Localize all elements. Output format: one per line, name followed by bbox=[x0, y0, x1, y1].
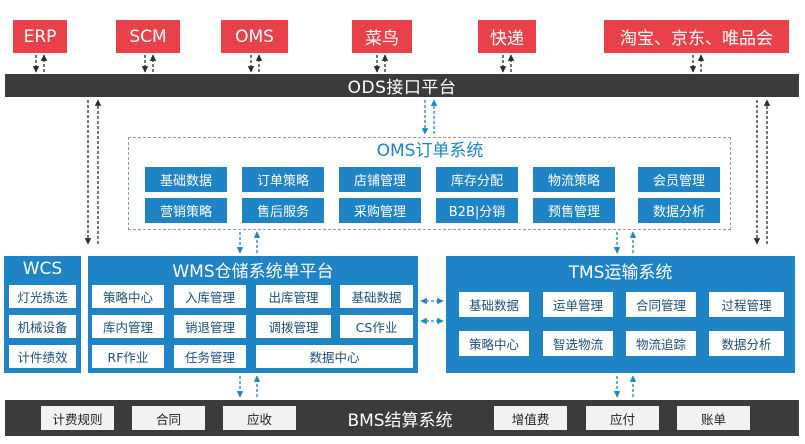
wms-item: CS作业 bbox=[340, 315, 413, 338]
wms-item: 销退管理 bbox=[174, 315, 246, 338]
wms-item: 数据中心 bbox=[256, 345, 413, 368]
cainiao-box: 菜鸟 bbox=[352, 20, 412, 53]
oms-module: 会员管理 bbox=[638, 167, 720, 192]
oms-module: 售后服务 bbox=[242, 198, 324, 223]
express-box: 快递 bbox=[478, 20, 536, 53]
oms-panel bbox=[128, 137, 731, 230]
wms-item: 基础数据 bbox=[340, 285, 413, 308]
tms-item: 基础数据 bbox=[459, 292, 529, 317]
oms-module: 订单策略 bbox=[242, 167, 324, 192]
oms-module: B2B|分销 bbox=[436, 198, 518, 223]
tms-item: 运单管理 bbox=[543, 292, 613, 317]
bms-item: 增值费 bbox=[494, 406, 567, 430]
tms-item: 合同管理 bbox=[626, 292, 696, 317]
wms-item: 策略中心 bbox=[92, 285, 164, 308]
oms-module: 预售管理 bbox=[533, 198, 615, 223]
oms-module: 采购管理 bbox=[339, 198, 421, 223]
oms-module: 库存分配 bbox=[436, 167, 518, 192]
oms-module: 店铺管理 bbox=[339, 167, 421, 192]
wms-title: WMS仓储系统单平台 bbox=[172, 261, 334, 282]
bms-item: 应付 bbox=[586, 406, 659, 430]
wms-item: 出库管理 bbox=[256, 285, 331, 308]
ecommerce-box: 淘宝、京东、唯品会 bbox=[604, 20, 789, 53]
bms-item: 账单 bbox=[677, 406, 750, 430]
wcs-item: 灯光拣选 bbox=[9, 285, 76, 308]
oms-module: 数据分析 bbox=[638, 198, 720, 223]
tms-item: 过程管理 bbox=[709, 292, 784, 317]
wms-item: 调拨管理 bbox=[256, 315, 331, 338]
oms-module: 物流策略 bbox=[533, 167, 615, 192]
bms-item: 合同 bbox=[132, 406, 205, 430]
tms-item: 数据分析 bbox=[709, 331, 784, 356]
scm-box: SCM bbox=[116, 20, 180, 53]
bms-item: 计费规则 bbox=[41, 406, 114, 430]
wms-item: 任务管理 bbox=[174, 345, 246, 368]
tms-item: 智选物流 bbox=[543, 331, 613, 356]
tms-title: TMS运输系统 bbox=[568, 262, 673, 283]
wms-item: 库内管理 bbox=[92, 315, 164, 338]
wcs-title: WCS bbox=[22, 259, 63, 279]
wms-item: 入库管理 bbox=[174, 285, 246, 308]
oms-top-box: OMS bbox=[221, 20, 288, 53]
bms-title: BMS结算系统 bbox=[347, 410, 453, 431]
tms-item: 策略中心 bbox=[459, 331, 529, 356]
wcs-item: 机械设备 bbox=[9, 315, 76, 338]
bms-item: 应收 bbox=[223, 406, 296, 430]
oms-module: 基础数据 bbox=[145, 167, 227, 192]
oms-title: OMS订单系统 bbox=[376, 141, 484, 161]
ods-bar: ODS接口平台 bbox=[5, 74, 799, 98]
oms-module: 营销策略 bbox=[145, 198, 227, 223]
wms-item: RF作业 bbox=[92, 345, 164, 368]
erp-box: ERP bbox=[13, 20, 67, 53]
tms-item: 物流追踪 bbox=[626, 331, 696, 356]
wcs-item: 计件绩效 bbox=[9, 345, 76, 368]
